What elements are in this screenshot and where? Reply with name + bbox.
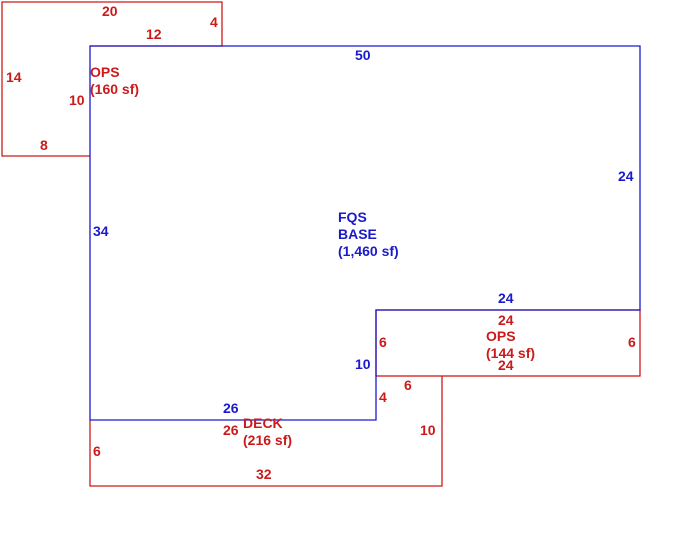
dim-ops-right-left: 6 [379, 334, 387, 350]
dim-base-step-vertical: 10 [355, 356, 371, 372]
base-area-label: (1,460 sf) [338, 243, 399, 259]
dim-base-bottom: 26 [223, 400, 239, 416]
dim-ops-right-right: 6 [628, 334, 636, 350]
deck-outline [89, 376, 443, 487]
dim-deck-top: 26 [223, 422, 239, 438]
deck-name: DECK [243, 415, 283, 431]
dim-ops-top-inner-left: 10 [69, 92, 85, 108]
dim-base-top: 50 [355, 47, 371, 63]
dim-ops-top-small-right: 4 [210, 14, 218, 30]
ops-top-area-label: (160 sf) [90, 81, 139, 97]
dim-deck-bottom: 32 [256, 466, 272, 482]
dim-deck-step-vertical: 4 [379, 389, 387, 405]
ops-top-name: OPS [90, 64, 120, 80]
dim-ops-top-top: 20 [102, 3, 118, 19]
dim-base-step-top: 24 [498, 290, 514, 306]
dim-ops-top-bottom: 8 [40, 137, 48, 153]
dim-base-right: 24 [618, 168, 634, 184]
ops-right-name: OPS [486, 328, 516, 344]
base-name-line2: BASE [338, 226, 377, 242]
base-outline [89, 45, 641, 421]
dim-ops-top-left: 14 [6, 69, 22, 85]
dim-ops-top-inner-top: 12 [146, 26, 162, 42]
dim-ops-right-bottom: 24 [498, 357, 514, 373]
dim-deck-step-top: 6 [404, 377, 412, 393]
dim-deck-left: 6 [93, 443, 101, 459]
dim-ops-right-top: 24 [498, 312, 514, 328]
dim-deck-right: 10 [420, 422, 436, 438]
ops-right-area-label: (144 sf) [486, 345, 535, 361]
deck-area-label: (216 sf) [243, 432, 292, 448]
base-name-line1: FQS [338, 209, 367, 225]
dim-base-left: 34 [93, 223, 109, 239]
